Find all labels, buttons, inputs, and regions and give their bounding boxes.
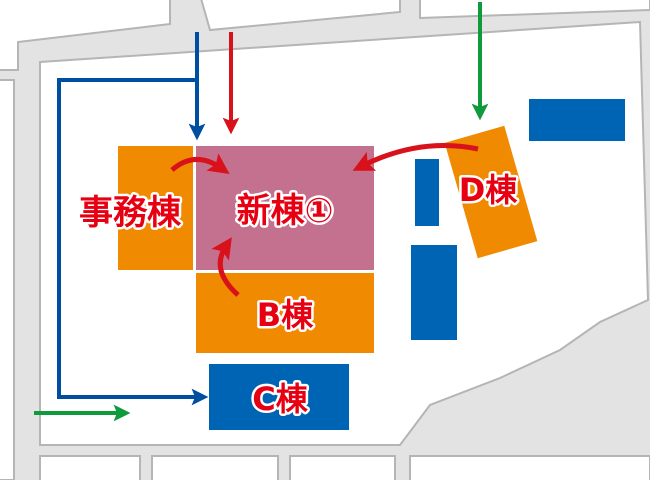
- street-block-bottom-3: [289, 455, 396, 480]
- d-to-new-arrow: [352, 143, 479, 171]
- blue-route-to-c-building: [57, 78, 209, 406]
- building-b-label: B棟: [257, 296, 314, 334]
- street-block-bottom-2: [151, 455, 279, 480]
- street-block-bottom-1: [39, 455, 141, 480]
- building-d[interactable]: [444, 125, 538, 259]
- street-block-top-left: [0, 0, 171, 71]
- street-block-left: [0, 79, 15, 480]
- building-c-label: C棟: [252, 380, 308, 418]
- blue-building-top-right: [529, 99, 625, 141]
- office-building-label: 事務棟: [79, 193, 182, 233]
- new-building-label: 新棟①: [237, 191, 334, 231]
- street-block-top-middle: [200, 0, 401, 32]
- building-d-label: D棟: [459, 171, 519, 209]
- blue-building-tall: [411, 245, 457, 340]
- office-to-new-arrow: [170, 153, 230, 174]
- street-block-top-right: [419, 0, 650, 20]
- building-c[interactable]: [209, 364, 349, 430]
- building-b[interactable]: [196, 273, 374, 353]
- street-block-bottom-4: [409, 455, 650, 480]
- b-to-new-arrow: [211, 237, 240, 297]
- blue-building-small: [415, 159, 439, 226]
